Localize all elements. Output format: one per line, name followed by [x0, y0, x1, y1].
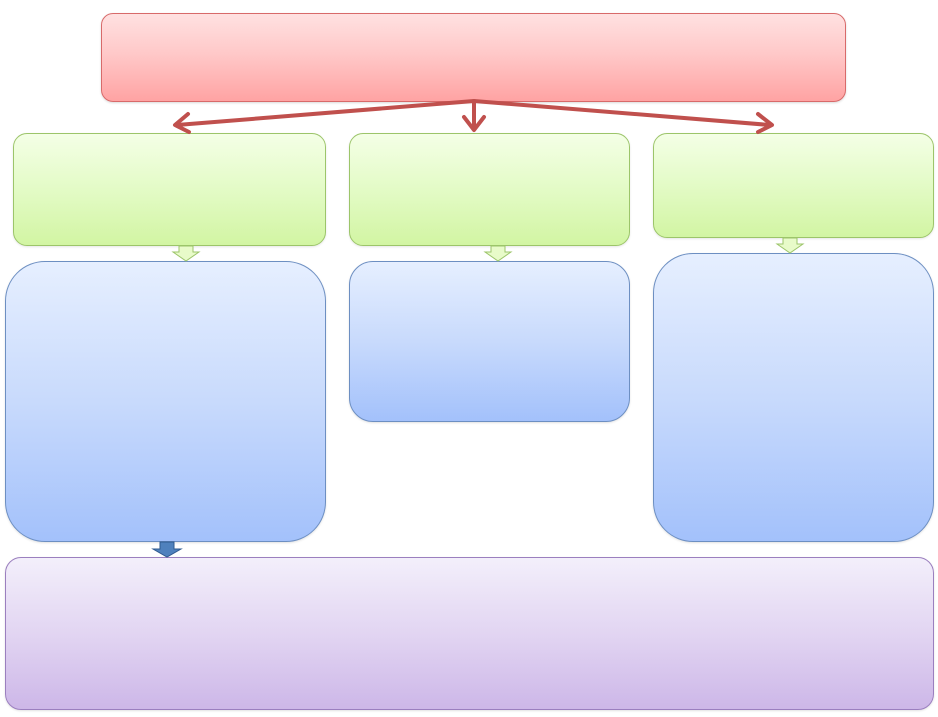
arrow-to-right	[472, 99, 772, 127]
down-arrow-1-icon	[171, 245, 201, 262]
top-box	[101, 13, 846, 102]
down-arrow-3-icon	[775, 237, 805, 254]
bottom-box	[5, 557, 934, 710]
arrow-to-left	[175, 99, 476, 127]
red-arrows	[173, 99, 774, 134]
level3-box-2	[349, 261, 630, 422]
down-arrow-blue-icon	[151, 541, 183, 558]
level2-box-3	[653, 133, 934, 238]
level2-box-2	[349, 133, 630, 246]
level3-box-3	[653, 253, 934, 542]
arrowhead-center-icon	[462, 115, 486, 132]
arrowhead-left-icon	[173, 112, 191, 134]
down-arrow-2-icon	[483, 245, 513, 262]
level3-box-1	[5, 261, 326, 542]
level2-box-1	[13, 133, 326, 246]
arrowhead-right-icon	[756, 112, 774, 134]
